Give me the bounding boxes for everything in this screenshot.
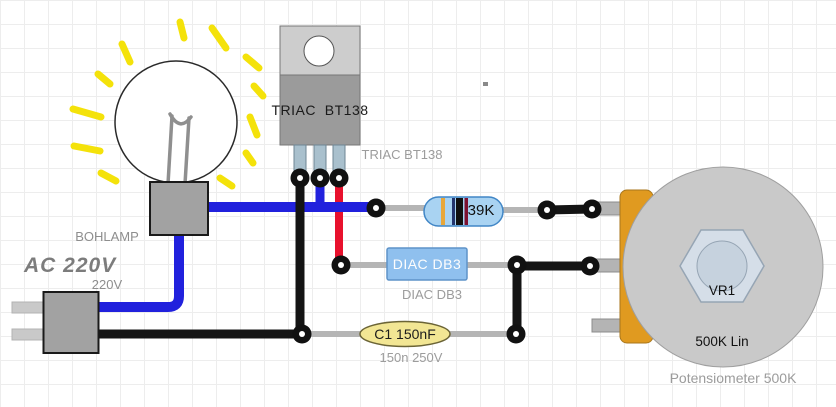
diac-box-text: DIAC DB3 (392, 256, 462, 272)
stray-dot (483, 82, 488, 86)
light-ray (70, 142, 104, 155)
lamp-base[interactable] (149, 181, 209, 236)
light-ray (246, 113, 261, 139)
resistor-39k[interactable] (423, 196, 504, 227)
light-ray (176, 18, 188, 42)
light-ray (242, 53, 263, 72)
diac-body[interactable] (386, 247, 468, 281)
plug-prong-top (11, 301, 46, 314)
triac-label: TRIAC BT138 (361, 147, 443, 162)
ring-terminals (290, 168, 602, 344)
pot-value: 500K Lin (695, 334, 749, 349)
light-ray (250, 82, 267, 100)
ring-terminal (537, 200, 557, 220)
triac-body-text: TRIAC BT138 (271, 102, 369, 118)
ring-terminal (366, 198, 386, 218)
pot-ref: VR1 (708, 283, 736, 298)
triac-mounting-hole (303, 35, 335, 67)
light-ray (242, 149, 257, 167)
ring-terminal (292, 324, 312, 344)
resistor-band-navy (452, 198, 455, 225)
ring-terminal (329, 168, 349, 188)
light-rays (69, 18, 267, 190)
ring-terminal (580, 256, 600, 276)
diac-label: DIAC DB3 (402, 287, 462, 302)
pot-shaft (696, 240, 748, 292)
capacitor-body[interactable] (359, 320, 451, 348)
light-ray (216, 174, 236, 190)
ring-terminal (506, 324, 526, 344)
triac-body (279, 74, 361, 146)
ring-terminal (331, 255, 351, 275)
pot-marking: VR1 500K Lin (695, 248, 748, 384)
ac-plug-body[interactable] (42, 291, 100, 354)
lamp-label-line1: BOHLAMP (75, 229, 139, 244)
lamp-filament (166, 112, 193, 186)
resistor-band-black (456, 198, 463, 225)
ac-source-label: AC 220V (24, 254, 117, 277)
triac-package[interactable] (279, 25, 361, 183)
ring-terminal (310, 168, 330, 188)
ring-terminal (290, 168, 310, 188)
light-ray (208, 24, 230, 52)
lamp-label-line2: 220V (91, 277, 123, 292)
light-ray (69, 105, 105, 121)
light-ray (94, 70, 114, 88)
wire-plug-to-lamp-blue (96, 235, 184, 312)
ring-terminal (507, 255, 527, 275)
resistor-value: 39K (467, 202, 495, 219)
potentiometer[interactable] (591, 166, 824, 368)
resistor-band-red (464, 198, 468, 225)
resistor-band-orange (441, 198, 445, 225)
plug-prong-bottom (11, 328, 46, 341)
capacitor-value: C1 150nF (374, 326, 436, 342)
light-ray (97, 169, 120, 185)
ring-terminal (582, 199, 602, 219)
pot-label: Potensiometer 500K (669, 370, 797, 386)
lamp-label: BOHLAMP 220V (75, 197, 139, 325)
light-ray (118, 40, 134, 66)
capacitor-label: 150n 250V (379, 350, 443, 365)
